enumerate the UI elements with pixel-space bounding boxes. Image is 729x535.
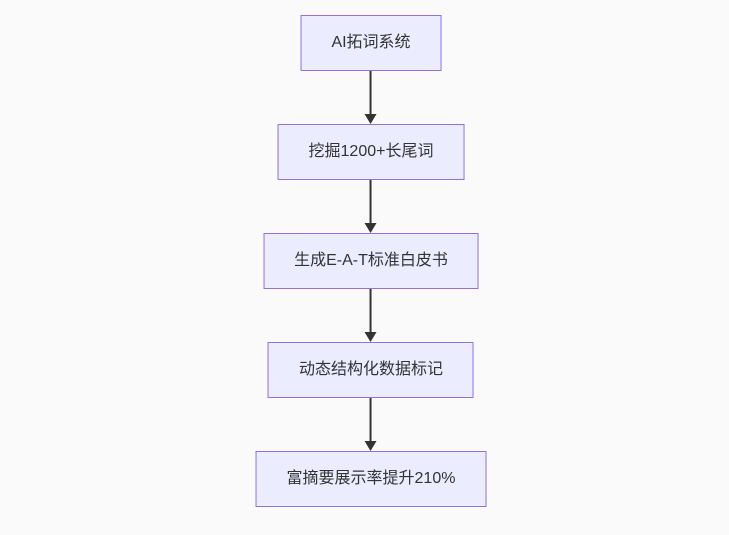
flow-node-structured-data: 动态结构化数据标记: [267, 342, 474, 398]
flow-edge-4: [365, 398, 377, 451]
edge-line: [370, 180, 372, 223]
flowchart: AI拓词系统 挖掘1200+长尾词 生成E-A-T标准白皮书 动态结构化数据标记…: [255, 15, 487, 507]
flow-node-rich-snippet-result: 富摘要展示率提升210%: [255, 451, 487, 507]
flow-node-label: 富摘要展示率提升210%: [286, 470, 456, 487]
flow-node-label: 挖掘1200+长尾词: [308, 143, 434, 160]
flow-node-label: AI拓词系统: [331, 34, 411, 51]
arrow-down-icon: [365, 114, 377, 124]
flow-node-label: 动态结构化数据标记: [298, 361, 443, 378]
flow-edge-3: [365, 289, 377, 342]
arrow-down-icon: [365, 332, 377, 342]
flow-node-longtail-mining: 挖掘1200+长尾词: [277, 124, 465, 180]
flow-edge-1: [365, 71, 377, 124]
edge-line: [370, 398, 372, 441]
flow-edge-2: [365, 180, 377, 233]
edge-line: [370, 71, 372, 114]
arrow-down-icon: [365, 223, 377, 233]
flow-node-label: 生成E-A-T标准白皮书: [294, 252, 448, 269]
flow-node-eat-whitepaper: 生成E-A-T标准白皮书: [263, 233, 479, 289]
edge-line: [370, 289, 372, 332]
flow-node-ai-word-system: AI拓词系统: [300, 15, 442, 71]
arrow-down-icon: [365, 441, 377, 451]
